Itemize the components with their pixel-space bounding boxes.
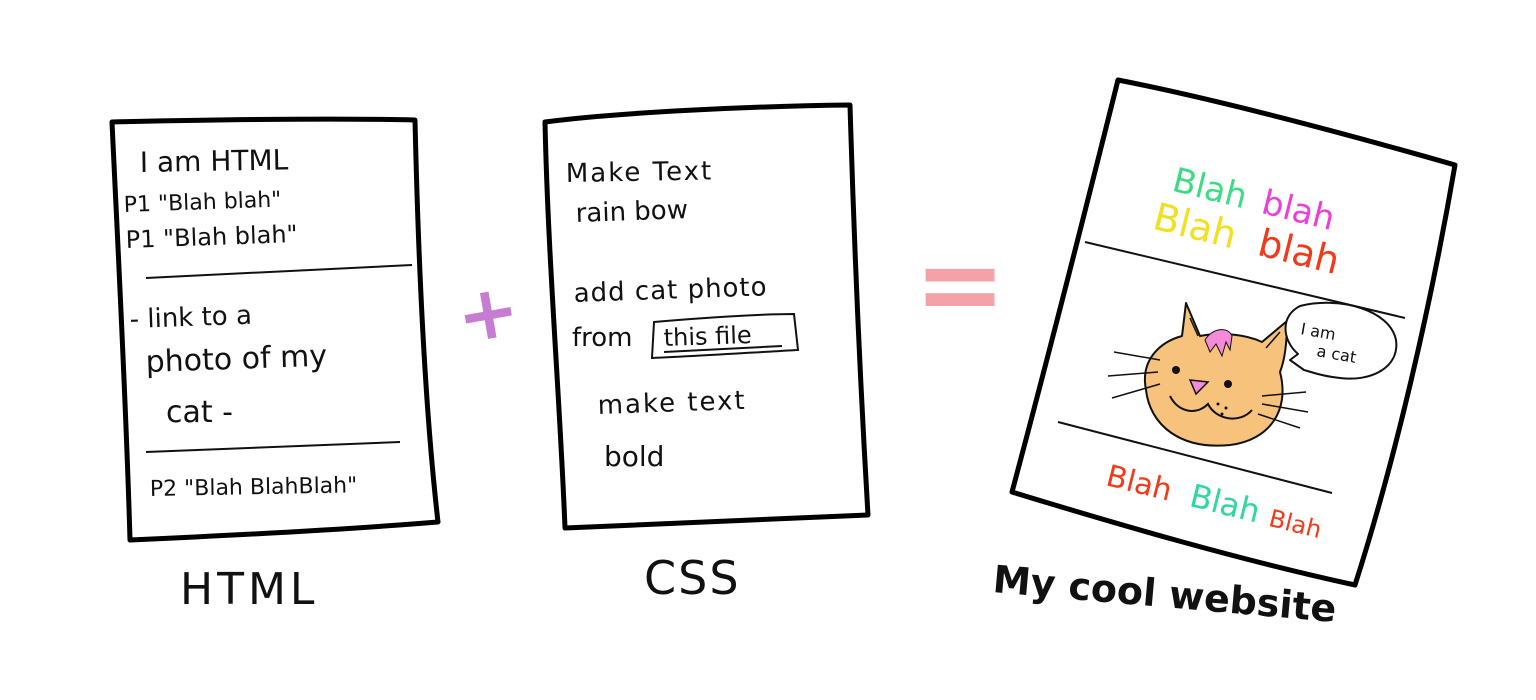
html-heading-line: I am HTML (140, 143, 289, 179)
css-file-underline (663, 345, 783, 353)
html-link-line-2: photo of my (145, 339, 328, 380)
website-divider-2 (1057, 421, 1333, 494)
css-line-4-boxed: this file (663, 321, 752, 352)
css-card-border (542, 102, 871, 531)
css-file-box (650, 312, 800, 360)
equals-sign: = (914, 220, 1006, 348)
html-link-line-1: - link to a (129, 301, 252, 335)
html-card-divider-2 (145, 441, 401, 453)
cat-eye-right (1224, 380, 1232, 388)
speech-bubble-shape (1284, 301, 1398, 380)
css-line-5: make text (597, 386, 747, 421)
cat-whiskers-right (1257, 391, 1309, 429)
cat-whiskers-left (1107, 351, 1161, 399)
html-card-border (109, 116, 441, 543)
cat-freckle (1220, 412, 1224, 416)
html-link-line-3: cat - (166, 395, 233, 430)
css-line-1: Make Text (566, 156, 714, 189)
html-caption: HTML (180, 564, 318, 615)
website-card: Blah blah Blah blah I am (1009, 77, 1458, 588)
cat-mouth (1169, 395, 1253, 420)
css-card: Make Text rain bow add cat photo from th… (542, 102, 871, 531)
cat-ear-inner-right (1265, 331, 1281, 349)
css-line-3: add cat photo (573, 272, 768, 309)
cat-nose (1188, 379, 1210, 396)
cat-freckle (1224, 406, 1228, 410)
html-card-divider-1 (145, 264, 413, 279)
cat-paint-drip (1204, 329, 1233, 358)
html-p1-line-a: P1 "Blah blah" (123, 188, 281, 218)
html-p2-line: P2 "Blah BlahBlah" (150, 473, 358, 502)
html-p1-line-b: P1 "Blah blah" (125, 220, 298, 254)
html-card: I am HTML P1 "Blah blah" P1 "Blah blah" … (109, 116, 441, 543)
speech-bubble: I am a cat (1284, 301, 1398, 380)
css-caption: CSS (644, 551, 741, 605)
website-card-border (1009, 77, 1458, 588)
cat-freckle (1216, 402, 1220, 406)
cat-illustration (1107, 302, 1309, 447)
css-line-4-prefix: from (572, 323, 633, 353)
css-line-2: rain bow (575, 195, 688, 229)
plus-sign: + (450, 266, 526, 361)
cat-ear-inner-left (1189, 317, 1199, 337)
cat-eye-left (1172, 366, 1180, 374)
css-line-6: bold (604, 440, 664, 473)
